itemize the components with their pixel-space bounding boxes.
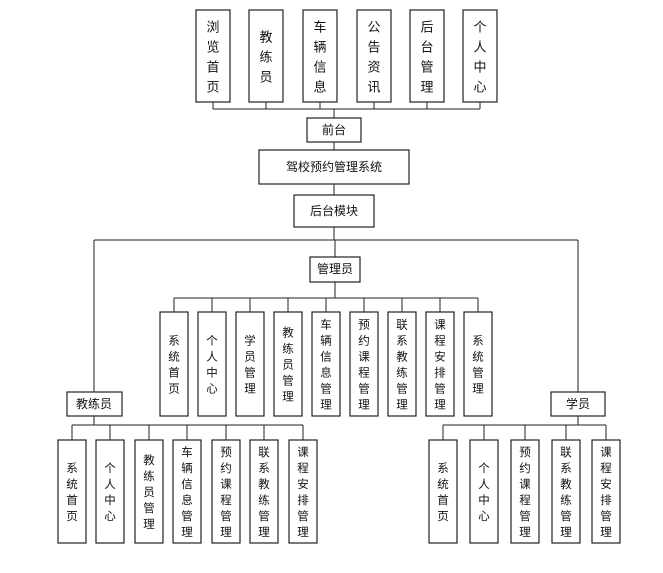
coach-item-label: 车辆信息管理 — [181, 445, 193, 539]
coach-item-label: 个人中心 — [104, 461, 116, 523]
coach-node: 教练员 — [66, 391, 123, 417]
coach-items-row: 系统首页 个人中心 教练员管理 车辆信息管理 预约课程管理 联系教练管理 课程安排管理 — [57, 439, 318, 544]
backend-label: 后台模块 — [310, 203, 358, 218]
coach-label: 教练员 — [76, 396, 112, 411]
system-title: 驾校预约管理系统 — [286, 159, 382, 174]
student-item-label: 课程安排管理 — [600, 445, 612, 539]
admin-node: 管理员 — [309, 256, 361, 283]
coach-item-1: 个人中心 — [95, 439, 125, 544]
admin-item-label: 预约课程管理 — [358, 317, 370, 411]
student-item-3: 联系教练管理 — [551, 439, 581, 544]
front-pages-row: 浏览首页 教练员 车辆信息 公告资讯 后台管理 个人中心 — [195, 9, 498, 103]
backend-node: 后台模块 — [293, 194, 375, 228]
front-page-4: 后台管理 — [409, 9, 445, 103]
student-item-label: 联系教练管理 — [560, 445, 572, 539]
coach-item-label: 联系教练管理 — [258, 445, 270, 539]
student-item-label: 预约课程管理 — [519, 445, 531, 539]
front-page-label: 后台管理 — [420, 21, 433, 96]
coach-item-3: 车辆信息管理 — [172, 439, 202, 544]
front-page-5: 个人中心 — [462, 9, 498, 103]
admin-label: 管理员 — [317, 261, 353, 276]
front-page-label: 教练员 — [259, 30, 272, 86]
admin-item-5: 预约课程管理 — [349, 311, 379, 417]
student-item-1: 个人中心 — [469, 439, 499, 544]
student-item-0: 系统首页 — [428, 439, 458, 544]
admin-item-2: 学员管理 — [235, 311, 265, 417]
admin-items-row: 系统首页 个人中心 学员管理 教练员管理 车辆信息管理 预约课程管理 联系教练管理 课程安排管… — [159, 311, 493, 417]
admin-item-label: 个人中心 — [206, 333, 218, 395]
admin-item-label: 教练员管理 — [282, 325, 294, 403]
admin-item-label: 学员管理 — [244, 333, 256, 395]
front-page-2: 车辆信息 — [302, 9, 338, 103]
student-items-row: 系统首页 个人中心 预约课程管理 联系教练管理 课程安排管理 — [428, 439, 621, 544]
admin-item-label: 联系教练管理 — [396, 317, 408, 411]
coach-item-5: 联系教练管理 — [249, 439, 279, 544]
front-page-1: 教练员 — [248, 9, 284, 103]
front-page-label: 公告资讯 — [367, 21, 380, 96]
front-page-3: 公告资讯 — [356, 9, 392, 103]
coach-item-label: 系统首页 — [66, 461, 78, 523]
coach-item-label: 课程安排管理 — [297, 445, 309, 539]
system-node: 驾校预约管理系统 — [258, 149, 410, 185]
admin-item-3: 教练员管理 — [273, 311, 303, 417]
student-item-2: 预约课程管理 — [510, 439, 540, 544]
connector-lines — [71, 102, 607, 440]
coach-item-label: 预约课程管理 — [220, 445, 232, 539]
coach-item-6: 课程安排管理 — [288, 439, 318, 544]
admin-item-0: 系统首页 — [159, 311, 189, 417]
front-page-label: 车辆信息 — [313, 20, 326, 96]
front-page-0: 浏览首页 — [195, 9, 231, 103]
admin-item-4: 车辆信息管理 — [311, 311, 341, 417]
student-node: 学员 — [550, 391, 606, 417]
front-label: 前台 — [322, 122, 346, 137]
coach-item-4: 预约课程管理 — [211, 439, 241, 544]
admin-item-8: 系统管理 — [463, 311, 493, 417]
student-item-label: 系统首页 — [437, 461, 449, 523]
admin-item-6: 联系教练管理 — [387, 311, 417, 417]
admin-item-1: 个人中心 — [197, 311, 227, 417]
coach-item-0: 系统首页 — [57, 439, 87, 544]
admin-item-label: 车辆信息管理 — [320, 317, 332, 411]
coach-item-label: 教练员管理 — [143, 453, 155, 531]
student-item-label: 个人中心 — [478, 461, 490, 523]
front-page-label: 个人中心 — [473, 21, 486, 96]
front-node: 前台 — [306, 117, 362, 143]
coach-item-2: 教练员管理 — [134, 439, 164, 544]
admin-item-label: 课程安排管理 — [434, 317, 446, 411]
admin-item-label: 系统管理 — [472, 333, 484, 395]
student-label: 学员 — [566, 396, 590, 411]
admin-item-label: 系统首页 — [168, 333, 180, 395]
student-item-4: 课程安排管理 — [591, 439, 621, 544]
admin-item-7: 课程安排管理 — [425, 311, 455, 417]
front-page-label: 浏览首页 — [206, 20, 219, 96]
